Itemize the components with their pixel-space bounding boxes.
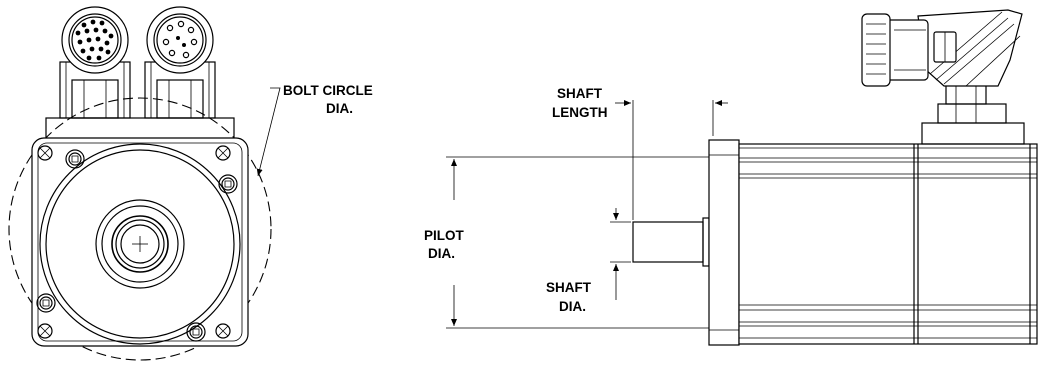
corner-mark-bl (37, 323, 53, 339)
pilot-dia-label-2: DIA. (428, 246, 455, 261)
corner-mark-tr (215, 145, 231, 161)
shaft-dia-label-1: SHAFT (546, 280, 592, 295)
shaft-length-dimension (615, 100, 728, 220)
shaft-hub (95, 199, 185, 289)
pilot-dia-label-1: PILOT (424, 228, 465, 243)
bolt-circle (8, 97, 272, 361)
screw-2 (218, 174, 238, 194)
bolt-circle-leader (256, 87, 281, 177)
pilot-dia-dimension (446, 156, 709, 329)
pilot-circle (39, 143, 241, 345)
shaft-length-label-2: LENGTH (552, 105, 608, 120)
signal-connector-front (59, 6, 131, 119)
screw-1 (65, 149, 85, 169)
screw-4 (186, 322, 206, 342)
side-view: PILOT DIA. SHAFT LENGTH SHAFT DIA. (424, 9, 1038, 346)
motor-body (738, 143, 1038, 345)
screw-3 (36, 293, 56, 313)
shaft-length-label-1: SHAFT (557, 86, 603, 101)
corner-mark-tl (37, 145, 53, 161)
front-view: BOLT CIRCLE DIA. (8, 6, 373, 361)
bolt-circle-label-1: BOLT CIRCLE (283, 83, 373, 98)
side-flange (708, 139, 740, 346)
power-connector-front (144, 6, 216, 119)
corner-mark-br (215, 323, 231, 339)
side-shaft (632, 221, 704, 263)
shaft-end (120, 224, 160, 264)
shaft-dia-dimension (610, 208, 631, 300)
bolt-circle-label-2: DIA. (326, 101, 353, 116)
shaft-dia-label-2: DIA. (559, 299, 586, 314)
side-connector (861, 9, 1025, 145)
